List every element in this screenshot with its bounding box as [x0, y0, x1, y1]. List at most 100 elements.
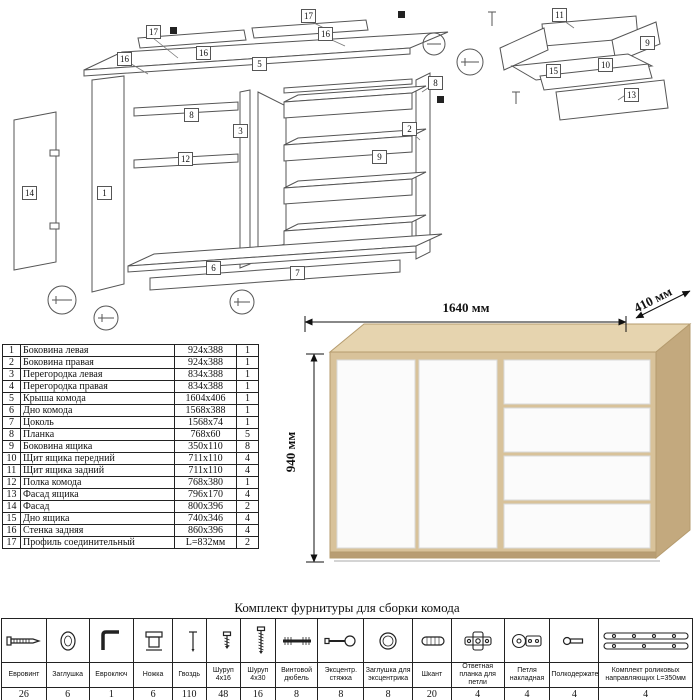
part-qty: 1 [236, 416, 259, 429]
hardware-name: Евроключ [88, 661, 135, 689]
part-size: 834x388 [174, 380, 237, 393]
double-thread-dowel-icon [282, 636, 311, 645]
hardware-qty-row: 26 6 1 6 110 48 16 8 8 8 20 4 4 4 4 [1, 687, 693, 700]
width-dimension-label: 1640 мм [442, 300, 490, 315]
dimension-arrows [304, 290, 691, 563]
dresser-door-left [336, 359, 416, 549]
part-qty: 8 [236, 440, 259, 453]
part-name: Перегородка левая [20, 368, 175, 381]
part-size: 1568x388 [174, 404, 237, 417]
hardware-name: Заглушка [45, 661, 90, 689]
hardware-qty: 4 [503, 687, 551, 700]
part-qty: 1 [236, 404, 259, 417]
callout-7: 7 [290, 266, 305, 280]
hardware-name: Ножка [133, 661, 173, 689]
hardware-qty: 8 [363, 687, 414, 700]
part-size: 768x60 [174, 428, 237, 441]
part-size: 350x110 [174, 440, 237, 453]
callout-9: 9 [372, 150, 387, 164]
cap-plug-icon [60, 630, 76, 651]
part-size: 768x380 [174, 476, 237, 489]
hardware-name: Полкодержатель [549, 661, 600, 689]
dresser-drawer-2 [503, 407, 651, 453]
screw-4x30-icon [256, 625, 266, 654]
callout-8: 8 [184, 108, 199, 122]
hardware-name: Евровинт [1, 661, 47, 689]
callout-16: 16 [117, 52, 132, 66]
callout-2: 2 [402, 122, 417, 136]
part-size: 1604x406 [174, 392, 237, 405]
part-qty: 4 [236, 488, 259, 501]
callout-12: 12 [178, 152, 193, 166]
callout-5: 5 [252, 57, 267, 71]
screw-4x16-icon [222, 630, 231, 649]
part-name: Дно ящика [20, 512, 175, 525]
part-size: L=832мм [174, 536, 237, 549]
part-number: 12 [2, 476, 21, 489]
part-name: Перегородка правая [20, 380, 175, 393]
hardware-qty: 4 [450, 687, 505, 700]
part-size: 711x110 [174, 452, 237, 465]
hardware-icons-row [1, 618, 693, 663]
hardware-qty: 20 [412, 687, 452, 700]
height-dimension-label: 940 мм [283, 431, 298, 473]
part-qty: 5 [236, 428, 259, 441]
hardware-name: Шуруп 4х16 [205, 661, 242, 689]
dresser-plinth [329, 551, 657, 559]
part-qty: 1 [236, 380, 259, 393]
part-number: 6 [2, 404, 21, 417]
part-name: Боковина левая [20, 344, 175, 357]
hardware-qty: 6 [45, 687, 90, 700]
part-qty: 1 [236, 476, 259, 489]
hardware-table: Евровинт Заглушка Евроключ Ножка Гвоздь … [1, 618, 693, 700]
part-name: Щит ящика передний [20, 452, 175, 465]
wooden-dowel-icon [421, 635, 445, 646]
part-qty: 2 [236, 500, 259, 513]
part-size: 711x110 [174, 464, 237, 477]
part-name: Боковина ящика [20, 440, 175, 453]
dresser-render [328, 322, 692, 562]
part-size: 800x396 [174, 500, 237, 513]
callout-11: 11 [552, 8, 567, 22]
hinge-icon [511, 633, 542, 648]
part-name: Фасад [20, 500, 175, 513]
part-size: 924x388 [174, 356, 237, 369]
part-number: 7 [2, 416, 21, 429]
part-number: 4 [2, 380, 21, 393]
part-number: 17 [2, 536, 21, 549]
callout-13: 13 [624, 88, 639, 102]
callout-3: 3 [233, 124, 248, 138]
part-number: 3 [2, 368, 21, 381]
part-qty: 2 [236, 536, 259, 549]
callout-14: 14 [22, 186, 37, 200]
cabinet-exploded [13, 19, 449, 293]
part-name: Планка [20, 428, 175, 441]
part-name: Профиль соединительный [20, 536, 175, 549]
hardware-qty: 1 [88, 687, 135, 700]
part-qty: 4 [236, 464, 259, 477]
part-qty: 1 [236, 392, 259, 405]
part-name: Крыша комода [20, 392, 175, 405]
hex-key-icon [101, 629, 120, 650]
part-qty: 4 [236, 524, 259, 537]
part-size: 740x346 [174, 512, 237, 525]
callout-17: 17 [301, 9, 316, 23]
hardware-name: Ответная планка для петли [450, 661, 505, 689]
callout-10: 10 [598, 58, 613, 72]
hardware-qty: 6 [133, 687, 173, 700]
part-qty: 1 [236, 344, 259, 357]
hardware-name: Винтовой дюбель [274, 661, 319, 689]
part-number: 1 [2, 344, 21, 357]
hardware-qty: 110 [171, 687, 207, 700]
